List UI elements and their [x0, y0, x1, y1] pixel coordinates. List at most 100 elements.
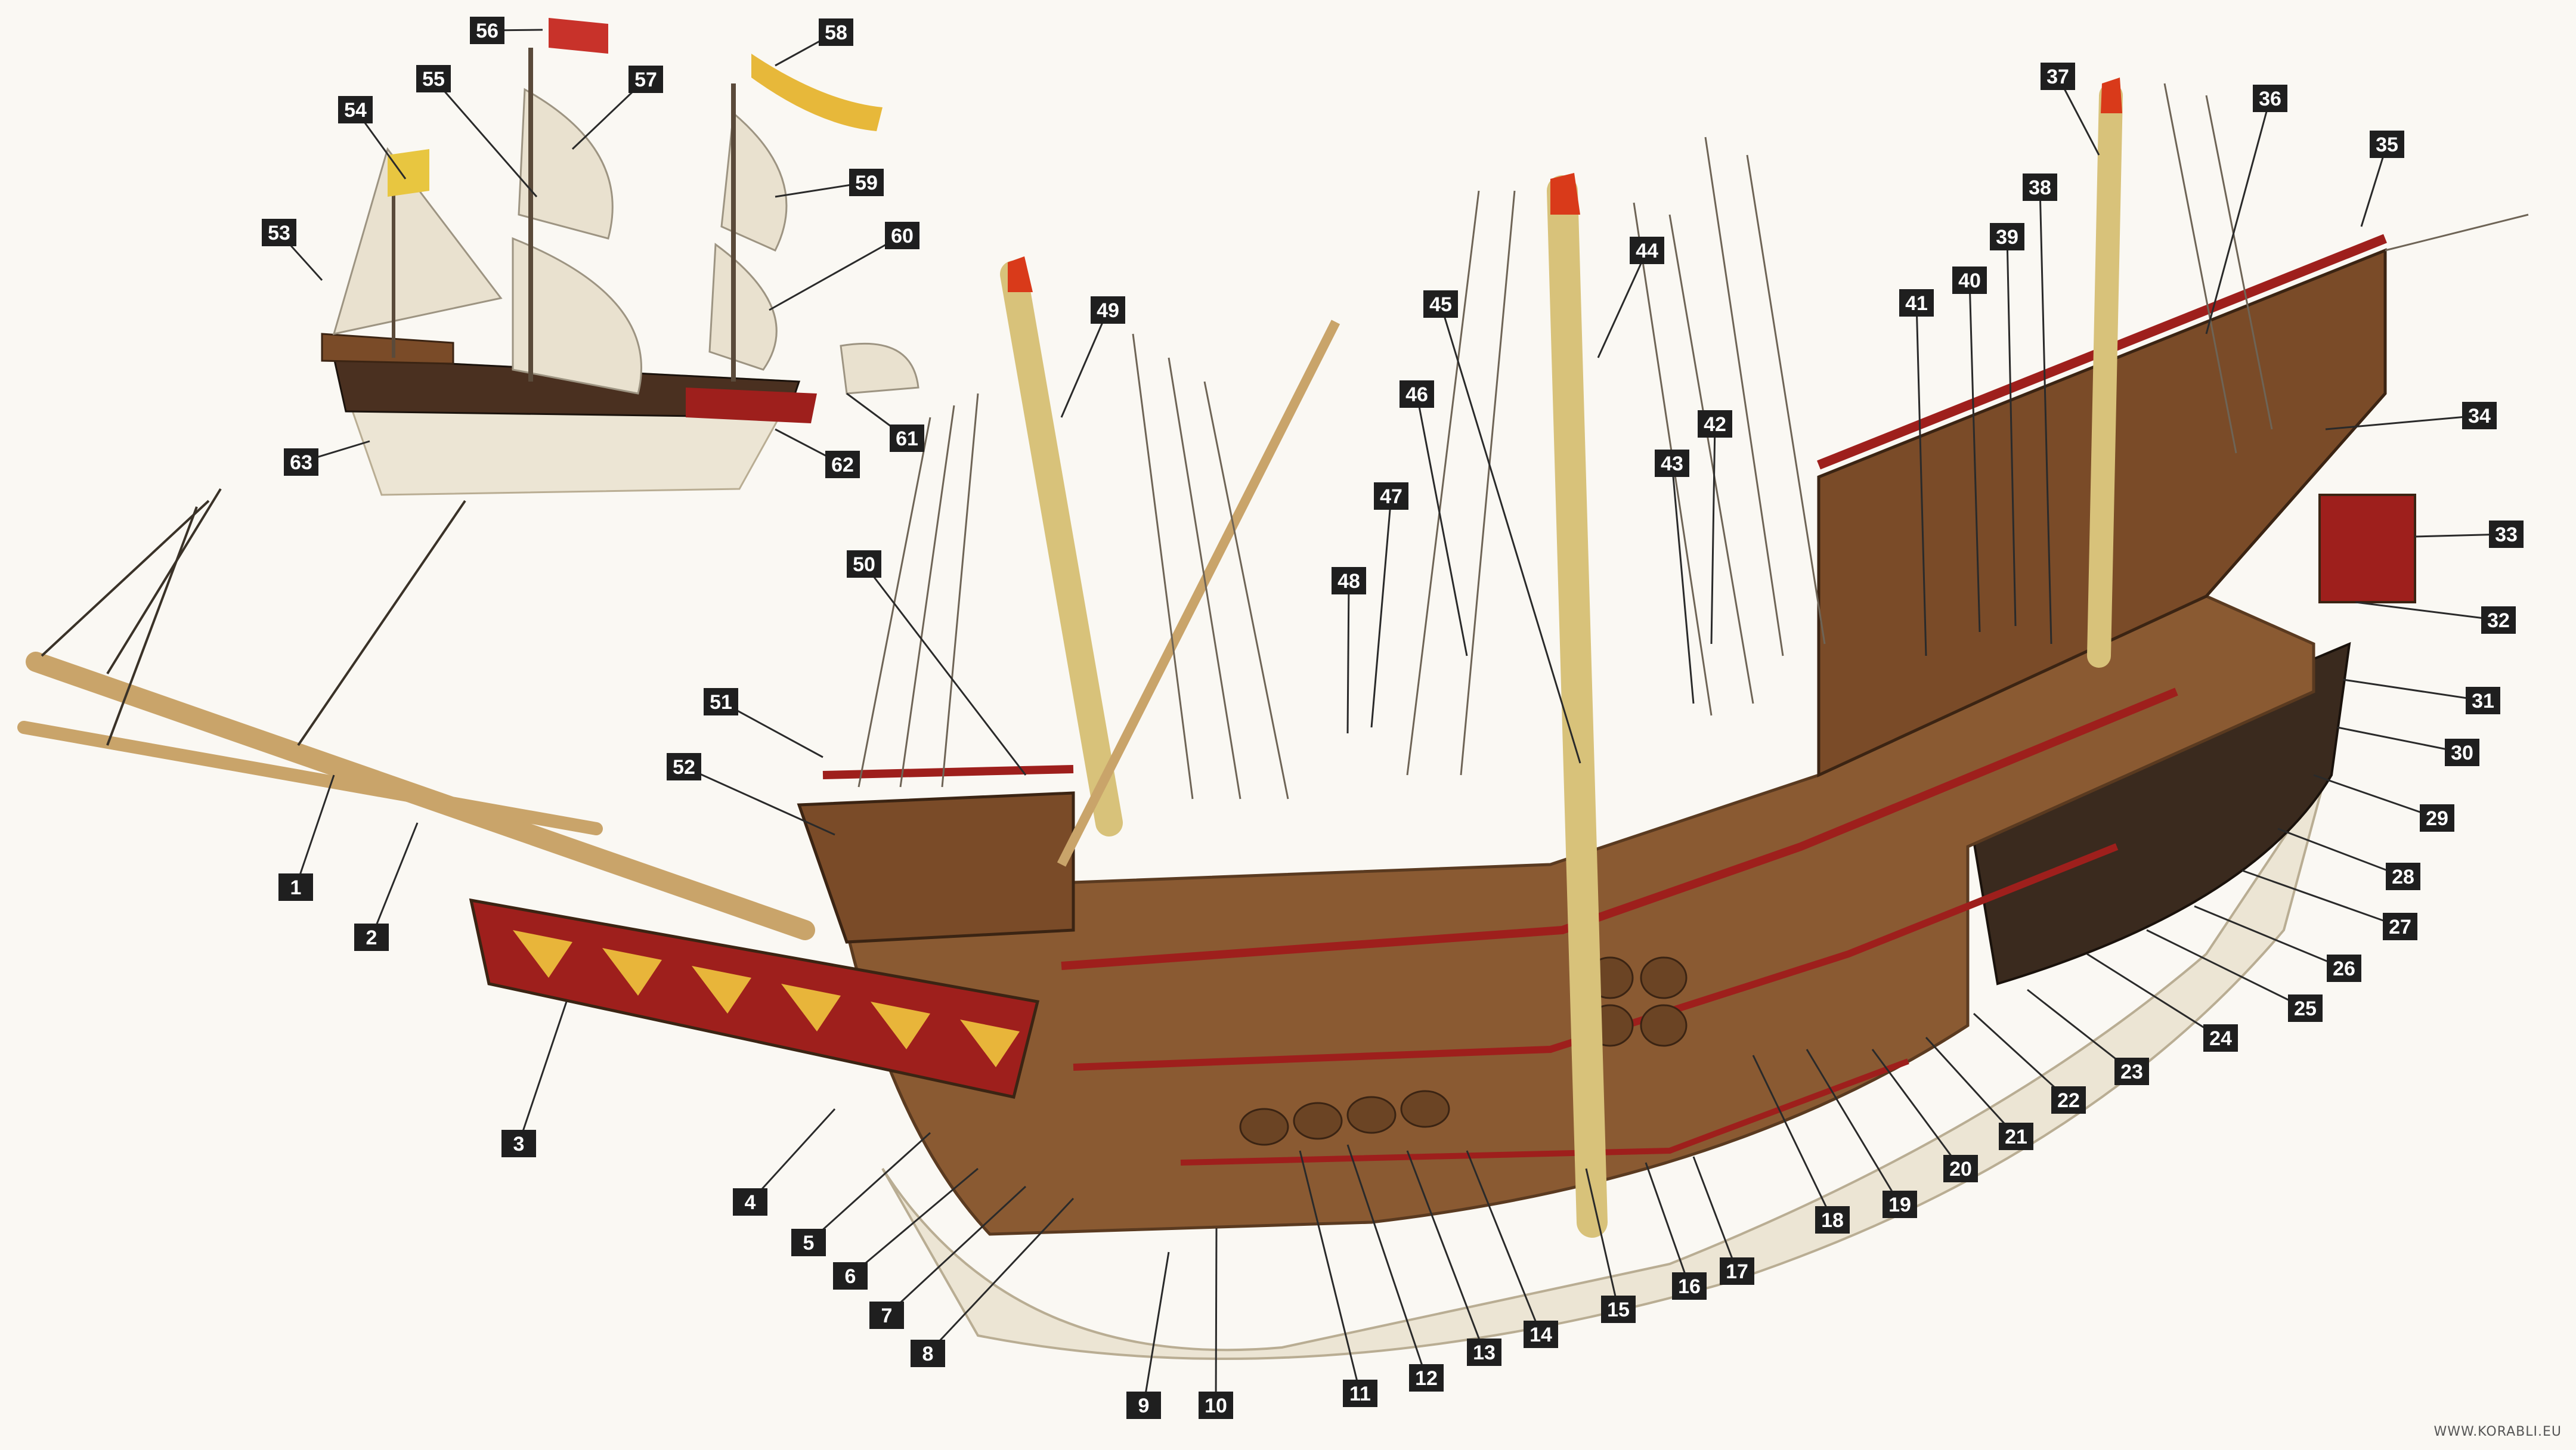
leader-line-31: [2343, 678, 2484, 702]
callout-badge-20: 20: [1943, 1155, 1978, 1182]
leader-line-4: [749, 1108, 836, 1203]
leader-line-17: [1692, 1156, 1738, 1272]
callout-number-10: 10: [1205, 1395, 1227, 1417]
callout-number-23: 23: [2120, 1061, 2143, 1083]
leader-line-45: [1439, 303, 1581, 764]
callout-badge-29: 29: [2420, 804, 2454, 832]
callout-number-46: 46: [1405, 383, 1428, 406]
callout-number-60: 60: [891, 225, 914, 247]
callout-number-8: 8: [922, 1343, 934, 1365]
callout-badge-38: 38: [2023, 173, 2057, 201]
quarter-gallery: [2318, 494, 2416, 603]
callout-number-13: 13: [1473, 1341, 1496, 1364]
callout-number-50: 50: [853, 553, 875, 576]
bow-stays: [41, 488, 466, 746]
callout-badge-45: 45: [1423, 290, 1458, 318]
leader-line-25: [2146, 929, 2306, 1009]
leader-line-43: [1671, 463, 1695, 704]
leader-line-16: [1645, 1162, 1690, 1287]
callout-number-58: 58: [825, 21, 847, 44]
callout-number-29: 29: [2426, 807, 2448, 830]
leader-line-44: [1597, 250, 1648, 358]
callout-badge-5: 5: [791, 1229, 826, 1256]
callout-number-9: 9: [1138, 1395, 1150, 1417]
callout-badge-57: 57: [628, 66, 663, 93]
leader-line-15: [1585, 1168, 1620, 1310]
mast-tip-fore: [1008, 256, 1033, 292]
callout-badge-26: 26: [2327, 955, 2361, 982]
callout-badge-19: 19: [1883, 1191, 1917, 1218]
beakhead: [469, 898, 1040, 1099]
leader-line-27: [2241, 869, 2401, 928]
callout-badge-15: 15: [1601, 1296, 1636, 1323]
callout-number-31: 31: [2472, 690, 2494, 712]
callout-badge-51: 51: [704, 688, 738, 715]
callout-badge-33: 33: [2489, 520, 2524, 548]
leader-lines: [278, 29, 2507, 1406]
leader-line-20: [1871, 1049, 1962, 1169]
callout-number-48: 48: [1337, 570, 1360, 593]
callout-number-12: 12: [1415, 1367, 1438, 1390]
mast-tip-main: [1550, 173, 1580, 215]
callout-number-25: 25: [2294, 997, 2317, 1020]
callout-number-49: 49: [1097, 299, 1119, 322]
leader-line-8: [927, 1197, 1075, 1355]
callout-badge-41: 41: [1899, 289, 1934, 317]
leader-line-1: [295, 774, 335, 888]
callout-number-54: 54: [344, 99, 367, 122]
callout-number-32: 32: [2487, 609, 2510, 632]
callout-badge-21: 21: [1999, 1123, 2033, 1150]
leader-line-32: [2355, 601, 2499, 621]
callout-badge-18: 18: [1815, 1206, 1850, 1234]
callout-number-21: 21: [2005, 1126, 2027, 1148]
leader-line-49: [1060, 309, 1109, 418]
rigging: [857, 83, 2529, 800]
callout-badge-59: 59: [849, 169, 884, 196]
callout-number-33: 33: [2495, 523, 2518, 546]
mainmast: [1547, 175, 1608, 1238]
callout-number-52: 52: [673, 756, 695, 779]
callout-number-16: 16: [1678, 1275, 1701, 1298]
callout-badge-6: 6: [833, 1262, 868, 1290]
leader-line-41: [1915, 302, 1927, 656]
leader-line-60: [769, 234, 903, 311]
callout-badge-14: 14: [1524, 1321, 1558, 1348]
callout-badge-36: 36: [2253, 85, 2287, 112]
callout-number-3: 3: [513, 1133, 525, 1155]
leader-line-2: [370, 822, 419, 938]
leader-line-29: [2313, 774, 2438, 819]
callout-badge-43: 43: [1655, 450, 1689, 477]
callout-number-15: 15: [1607, 1299, 1630, 1321]
callout-number-41: 41: [1905, 292, 1928, 315]
callout-badge-40: 40: [1952, 267, 1987, 294]
callout-badge-54: 54: [338, 96, 373, 123]
leader-line-42: [1710, 423, 1716, 645]
callout-number-39: 39: [1996, 226, 2018, 249]
leader-line-34: [2325, 414, 2480, 430]
callout-badge-47: 47: [1374, 482, 1408, 510]
callout-number-47: 47: [1380, 485, 1402, 508]
cargo-barrels: [1239, 956, 1688, 1146]
callout-number-30: 30: [2451, 742, 2473, 764]
bowsprit-yard: [17, 721, 603, 835]
callout-badge-7: 7: [869, 1302, 904, 1329]
leader-line-13: [1406, 1150, 1485, 1353]
callout-number-37: 37: [2046, 66, 2069, 88]
callout-number-7: 7: [881, 1305, 893, 1327]
callout-number-19: 19: [1888, 1194, 1911, 1216]
forecastle: [797, 791, 1075, 944]
callout-number-14: 14: [1530, 1324, 1552, 1346]
leader-line-52: [683, 766, 835, 836]
callout-badge-32: 32: [2481, 606, 2516, 634]
callout-badge-12: 12: [1409, 1364, 1444, 1392]
leader-line-7: [886, 1185, 1027, 1316]
callout-number-17: 17: [1726, 1260, 1748, 1283]
forecastle-rail: [822, 765, 1074, 779]
callout-badge-11: 11: [1343, 1380, 1377, 1407]
leader-line-50: [863, 563, 1027, 776]
stern-hull: [1966, 642, 2351, 986]
callout-number-34: 34: [2468, 405, 2491, 427]
callout-badge-23: 23: [2114, 1058, 2149, 1085]
